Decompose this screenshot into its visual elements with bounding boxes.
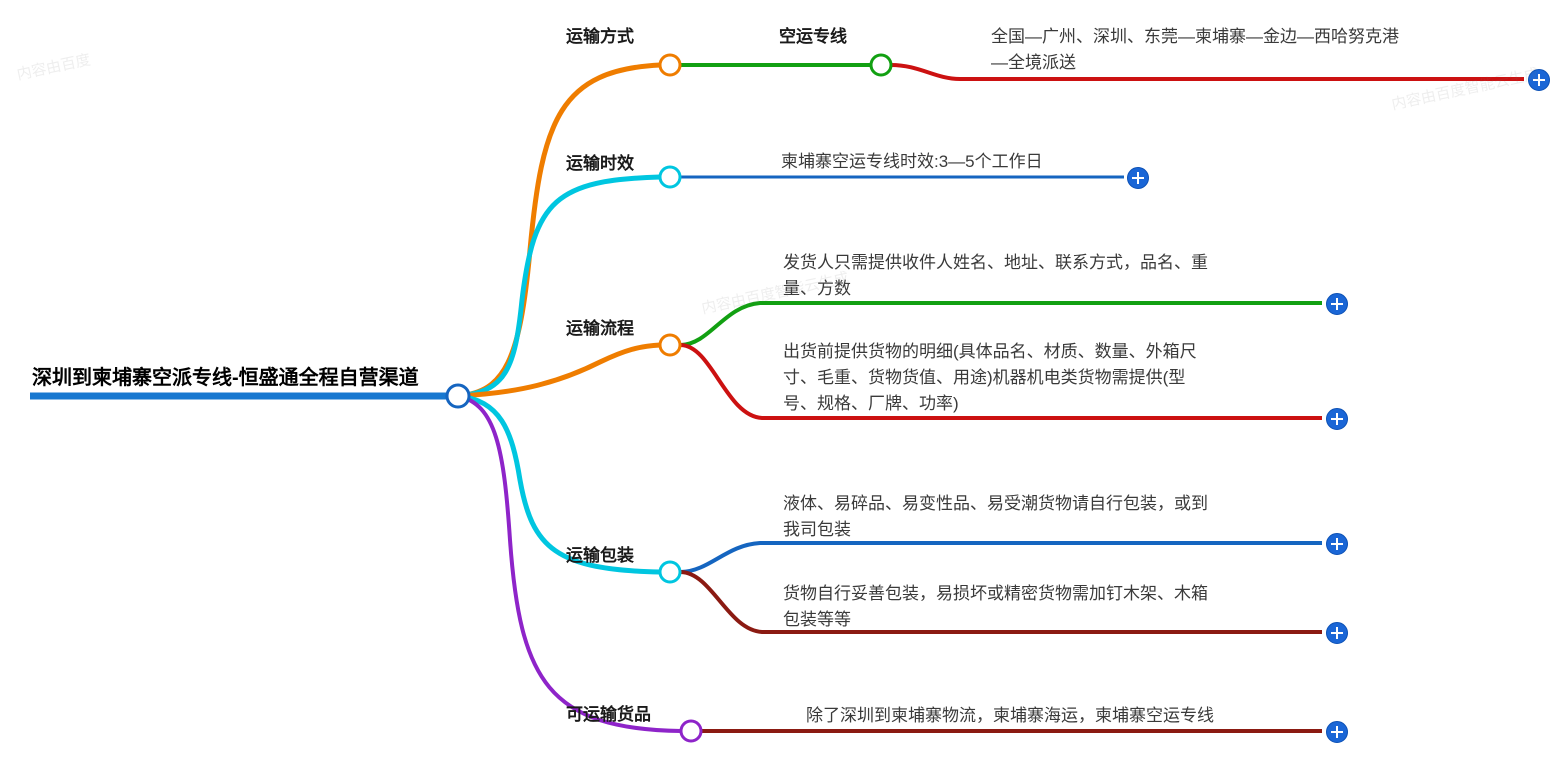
leaf-text-b3-1-line1: 包装等等: [783, 610, 851, 629]
stem-branch-2: [455, 342, 663, 399]
leaf-text-b2-1-line1: 寸、毛重、货物货值、用途)机器机电类货物需提供(型: [783, 368, 1186, 387]
node-branch-2[interactable]: [658, 333, 682, 357]
node-branch-0-child-0[interactable]: [869, 53, 893, 77]
stem-branch-4: [456, 394, 683, 733]
expand-button-b2-0[interactable]: [1326, 293, 1348, 315]
node-branch-1[interactable]: [658, 165, 682, 189]
expand-button-b3-0[interactable]: [1326, 533, 1348, 555]
expand-button-b1-0[interactable]: [1127, 167, 1149, 189]
leaf-text-b1-0-line0: 柬埔寨空运专线时效:3—5个工作日: [781, 152, 1043, 171]
leaf-text-b2-1-line0: 出货前提供货物的明细(具体品名、材质、数量、外箱尺: [783, 342, 1197, 361]
node-branch-3[interactable]: [658, 560, 682, 584]
node-root[interactable]: [445, 383, 471, 409]
root-title: 深圳到柬埔寨空派专线-恒盛通全程自营渠道: [32, 367, 419, 389]
branch-label-yunshubaozhuang: 运输包装: [566, 546, 634, 565]
stem-branch-1: [455, 174, 663, 399]
expand-button-b4-0[interactable]: [1326, 721, 1348, 743]
link-b3-leaf-0: [680, 541, 1322, 574]
branch-label-yunshuliucheng: 运输流程: [566, 319, 634, 338]
node-branch-0[interactable]: [658, 53, 682, 77]
branch-label-yunshushixiao: 运输时效: [566, 154, 634, 173]
expand-button-b0-0[interactable]: [1528, 69, 1550, 91]
branch-label-keyunshuhuopin: 可运输货品: [566, 705, 651, 724]
link-b2-leaf-1: [680, 343, 1322, 420]
leaf-text-b2-1-line2: 号、规格、厂牌、功率): [783, 394, 959, 413]
branch-label-yunshufangshi: 运输方式: [566, 27, 634, 46]
stem-branch-0: [455, 62, 663, 399]
link-b2-leaf-0: [680, 301, 1322, 347]
link-b3-leaf-1: [680, 570, 1322, 634]
leaf-text-b3-1-line0: 货物自行妥善包装，易损坏或精密货物需加钉木架、木箱: [783, 584, 1208, 603]
branch-label-kongyunzhuanxian: 空运专线: [779, 27, 847, 46]
leaf-text-b3-0-line0: 液体、易碎品、易变性品、易受潮货物请自行包装，或到: [783, 494, 1208, 513]
leaf-text-b4-0-line0: 除了深圳到柬埔寨物流，柬埔寨海运，柬埔寨空运专线: [806, 706, 1214, 725]
link-b0-leaf-0: [890, 63, 1524, 81]
stem-branch-3: [455, 393, 663, 575]
node-branch-4[interactable]: [679, 719, 703, 743]
expand-button-b2-1[interactable]: [1326, 408, 1348, 430]
expand-button-b3-1[interactable]: [1326, 622, 1348, 644]
leaf-text-b2-0-line0: 发货人只需提供收件人姓名、地址、联系方式，品名、重: [783, 253, 1208, 272]
leaf-text-b0-0-line1: —全境派送: [991, 53, 1076, 72]
leaf-text-b3-0-line1: 我司包装: [783, 520, 851, 539]
leaf-text-b2-0-line1: 量、方数: [783, 279, 851, 298]
leaf-text-b0-0-line0: 全国—广州、深圳、东莞—柬埔寨—金边—西哈努克港: [991, 27, 1399, 46]
